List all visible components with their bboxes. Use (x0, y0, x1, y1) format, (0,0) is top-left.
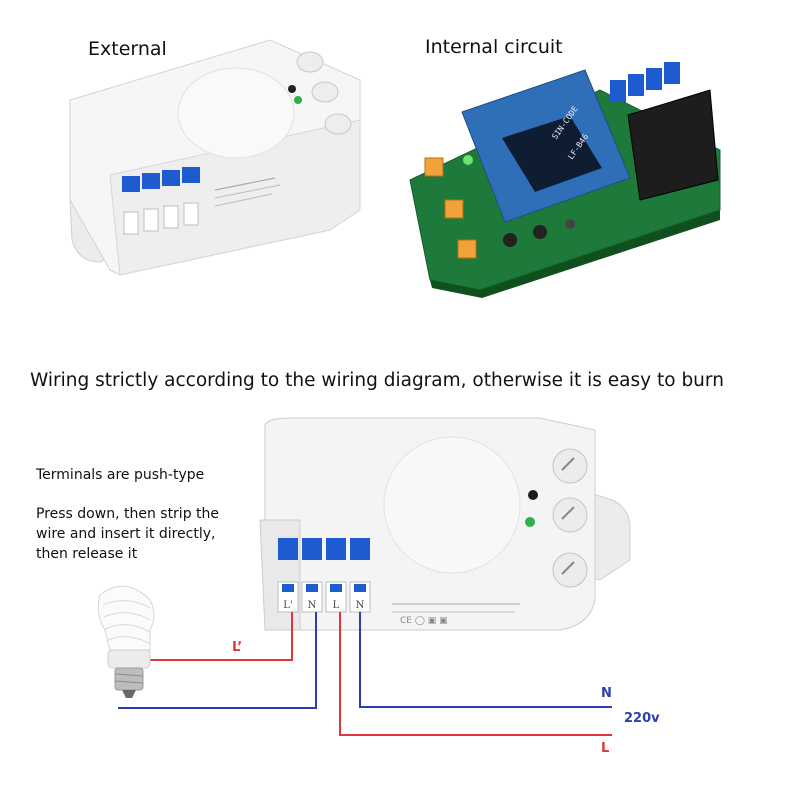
cfl-bulb-icon (97, 585, 155, 698)
internal-circuit-board: SIN-CODE LF-B46 (409, 62, 721, 298)
neutral-wire-label: N (601, 686, 612, 701)
external-caption: External (88, 38, 167, 60)
terminal-label: N (308, 600, 317, 611)
wiring-lines (118, 612, 612, 736)
terminal-label: N (356, 600, 365, 611)
load-wire-label: L’ (232, 640, 242, 655)
cert-marks: CE ◯ ▣ ▣ (400, 616, 448, 626)
voltage-label: 220v (624, 711, 660, 726)
live-wire-label: L (601, 741, 609, 756)
neutral-load-wire (118, 612, 317, 709)
live-supply-wire (339, 612, 612, 736)
instruction-line: Press down, then strip the (36, 506, 220, 522)
internal-circuit-caption: Internal circuit (425, 36, 563, 58)
terminal-label: L' (283, 600, 292, 611)
push-terminal-note: Terminals are push-type (36, 467, 205, 483)
instruction-line: then release it (36, 546, 138, 562)
neutral-supply-wire (359, 612, 612, 708)
instruction-line: wire and insert it directly, (36, 526, 216, 542)
external-sensor-module (69, 39, 361, 276)
load-wire (140, 612, 293, 661)
wiring-diagram-module: L' N L N CE ◯ ▣ ▣ (259, 417, 631, 631)
terminal-label: L (333, 600, 340, 611)
wiring-instruction-note: Press down, then strip the wire and inse… (36, 504, 246, 564)
wiring-warning-headline: Wiring strictly according to the wiring … (30, 370, 724, 391)
